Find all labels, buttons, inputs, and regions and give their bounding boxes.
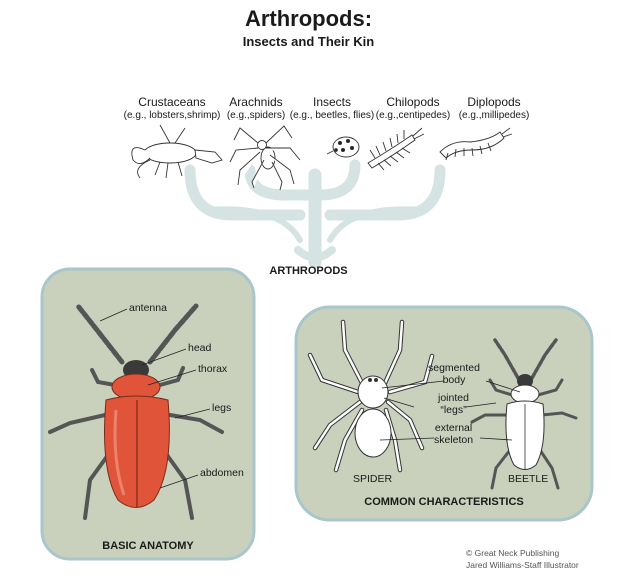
page-subtitle: Insects and Their Kin <box>242 34 375 49</box>
label-segmented-line1: segmented <box>428 362 480 374</box>
antenna-left-icon <box>75 303 125 365</box>
label-thorax: thorax <box>198 363 228 375</box>
category-crustaceans: Crustaceans (e.g., lobsters,shrimp) <box>124 95 221 121</box>
label-abdomen: abdomen <box>200 467 244 479</box>
category-chilopods: Chilopods (e.g.,centipedes) <box>376 95 451 121</box>
beetle-anatomy-illustration <box>48 303 224 520</box>
millipede-icon <box>439 127 513 161</box>
category-insects: Insects (e.g., beetles, flies) <box>290 95 374 121</box>
label-jointed-legs: jointed “legs” <box>438 392 469 416</box>
tree-connector <box>184 159 446 269</box>
category-name: Chilopods <box>386 95 440 109</box>
ladybug-icon <box>326 136 360 158</box>
characteristics-leader-lines <box>379 380 521 441</box>
spider-illustration <box>307 319 435 473</box>
antenna-right-icon <box>147 303 199 365</box>
label-beetle: BEETLE <box>508 473 549 485</box>
category-name: Crustaceans <box>138 95 206 109</box>
label-segmented-line2: body <box>442 374 466 386</box>
label-jointed-line1: jointed <box>438 392 469 404</box>
common-characteristics-title: COMMON CHARACTERISTICS <box>364 496 524 508</box>
category-name: Arachnids <box>229 95 283 109</box>
label-spider: SPIDER <box>353 473 393 485</box>
label-head: head <box>188 342 212 354</box>
category-name: Insects <box>312 95 352 109</box>
arachnid-icon <box>229 125 301 191</box>
beetle-legs-icon <box>48 366 224 520</box>
label-legs: legs <box>212 402 232 414</box>
crustacean-icon <box>131 124 223 179</box>
category-diplopods: Diplopods (e.g.,millipedes) <box>459 95 530 121</box>
beetle-outline-illustration <box>470 338 578 490</box>
label-external-line1: external <box>434 422 473 434</box>
category-example: (e.g.,spiders) <box>226 110 286 121</box>
label-segmented-body: segmented body <box>428 362 480 386</box>
label-jointed-line2: “legs” <box>440 404 467 416</box>
category-name: Diplopods <box>467 95 521 109</box>
anatomy-leader-lines <box>99 308 211 489</box>
category-example: (e.g., beetles, flies) <box>289 110 375 121</box>
credit-line1: © Great Neck Publishing <box>466 548 560 558</box>
label-external-line2: skeleton <box>434 434 474 446</box>
page-title: Arthropods: <box>244 6 373 31</box>
label-antenna: antenna <box>129 302 167 314</box>
label-external-skeleton: external skeleton <box>434 422 473 446</box>
category-example: (e.g.,centipedes) <box>375 110 451 121</box>
centipede-icon <box>367 127 425 171</box>
category-arachnids: Arachnids (e.g.,spiders) <box>227 95 285 121</box>
tree-root-label: ARTHROPODS <box>269 265 348 277</box>
credit-line2: Jared Williams-Staff Illustrator <box>466 560 579 570</box>
category-example: (e.g.,millipedes) <box>458 110 530 121</box>
category-example: (e.g., lobsters,shrimp) <box>123 110 221 121</box>
basic-anatomy-title: BASIC ANATOMY <box>102 540 194 552</box>
